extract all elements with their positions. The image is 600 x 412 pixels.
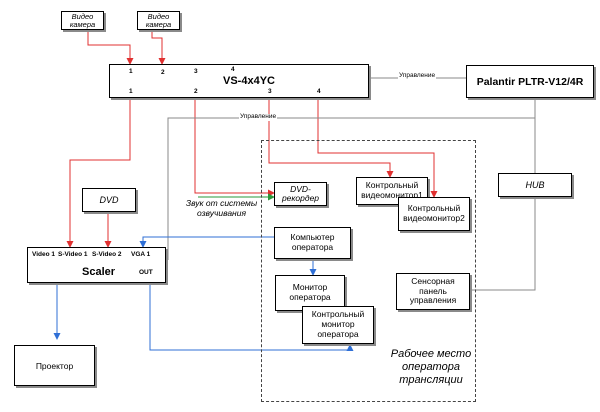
control-label-scaler: Управление	[239, 113, 278, 121]
switcher-input-3: 3	[194, 68, 198, 75]
scaler-out-to-control-monitor	[149, 282, 354, 351]
output3-to-monitor1	[268, 98, 394, 178]
touch-control-panel: Сенсорная панель управления	[396, 273, 470, 310]
operator-computer: Компьютер оператора	[274, 227, 351, 259]
scaler-port-vga1: VGA 1	[131, 251, 151, 258]
control-label-switcher: Управление	[398, 72, 437, 80]
scaler: Video 1 S-Video 1 S-Video 2 VGA 1 Scaler…	[27, 247, 166, 283]
switcher-title: VS-4x4YC	[223, 75, 275, 87]
hub-to-touch-panel	[470, 197, 536, 291]
switcher-input-1: 1	[129, 68, 133, 75]
output2-to-dvd-recorder	[194, 98, 275, 197]
scaler-port-svideo2: S-Video 2	[92, 251, 122, 258]
switcher-output-1: 1	[129, 88, 133, 95]
video-camera-1: Видео камера	[61, 11, 104, 30]
operator-workstation-area	[261, 140, 476, 402]
switcher-input-2: 2	[161, 69, 165, 76]
switcher-output-2: 2	[194, 88, 198, 95]
switcher-input-4: 4	[231, 66, 235, 73]
camera1-to-input1	[87, 30, 134, 65]
switcher-output-4: 4	[317, 88, 321, 95]
output4-to-monitor2	[317, 98, 438, 198]
dvd-recorder: DVD- рекордер	[274, 182, 327, 206]
switcher-output-3: 3	[268, 88, 272, 95]
scaler-out-to-projector	[53, 281, 95, 340]
pc-to-scaler-vga	[139, 236, 274, 248]
camera2-to-input2	[151, 30, 166, 65]
projector: Проектор	[14, 345, 95, 386]
dvd-player: DVD	[82, 188, 136, 212]
workstation-caption: Рабочее место оператора трансляции	[390, 348, 472, 387]
scaler-port-out: OUT	[139, 269, 153, 276]
operator-control-monitor: Контрольный монитор оператора	[302, 306, 374, 344]
video-switcher: VS-4x4YC 1 2 3 4 1 2 3 4	[109, 64, 369, 98]
network-hub: HUB	[498, 173, 572, 197]
scaler-port-svideo1: S-Video 1	[58, 251, 88, 258]
control-video-monitor-2: Контрольный видеомонитор2	[398, 197, 470, 231]
output1-to-scaler-video1	[66, 98, 131, 248]
palantir-controller: Palantir PLTR-V12/4R	[466, 65, 594, 98]
scaler-title: Scaler	[82, 266, 116, 278]
sound-source-label: Звук от системы озвучивания	[185, 198, 258, 219]
scaler-port-video1: Video 1	[32, 251, 56, 258]
video-camera-2: Видео камера	[137, 11, 180, 30]
